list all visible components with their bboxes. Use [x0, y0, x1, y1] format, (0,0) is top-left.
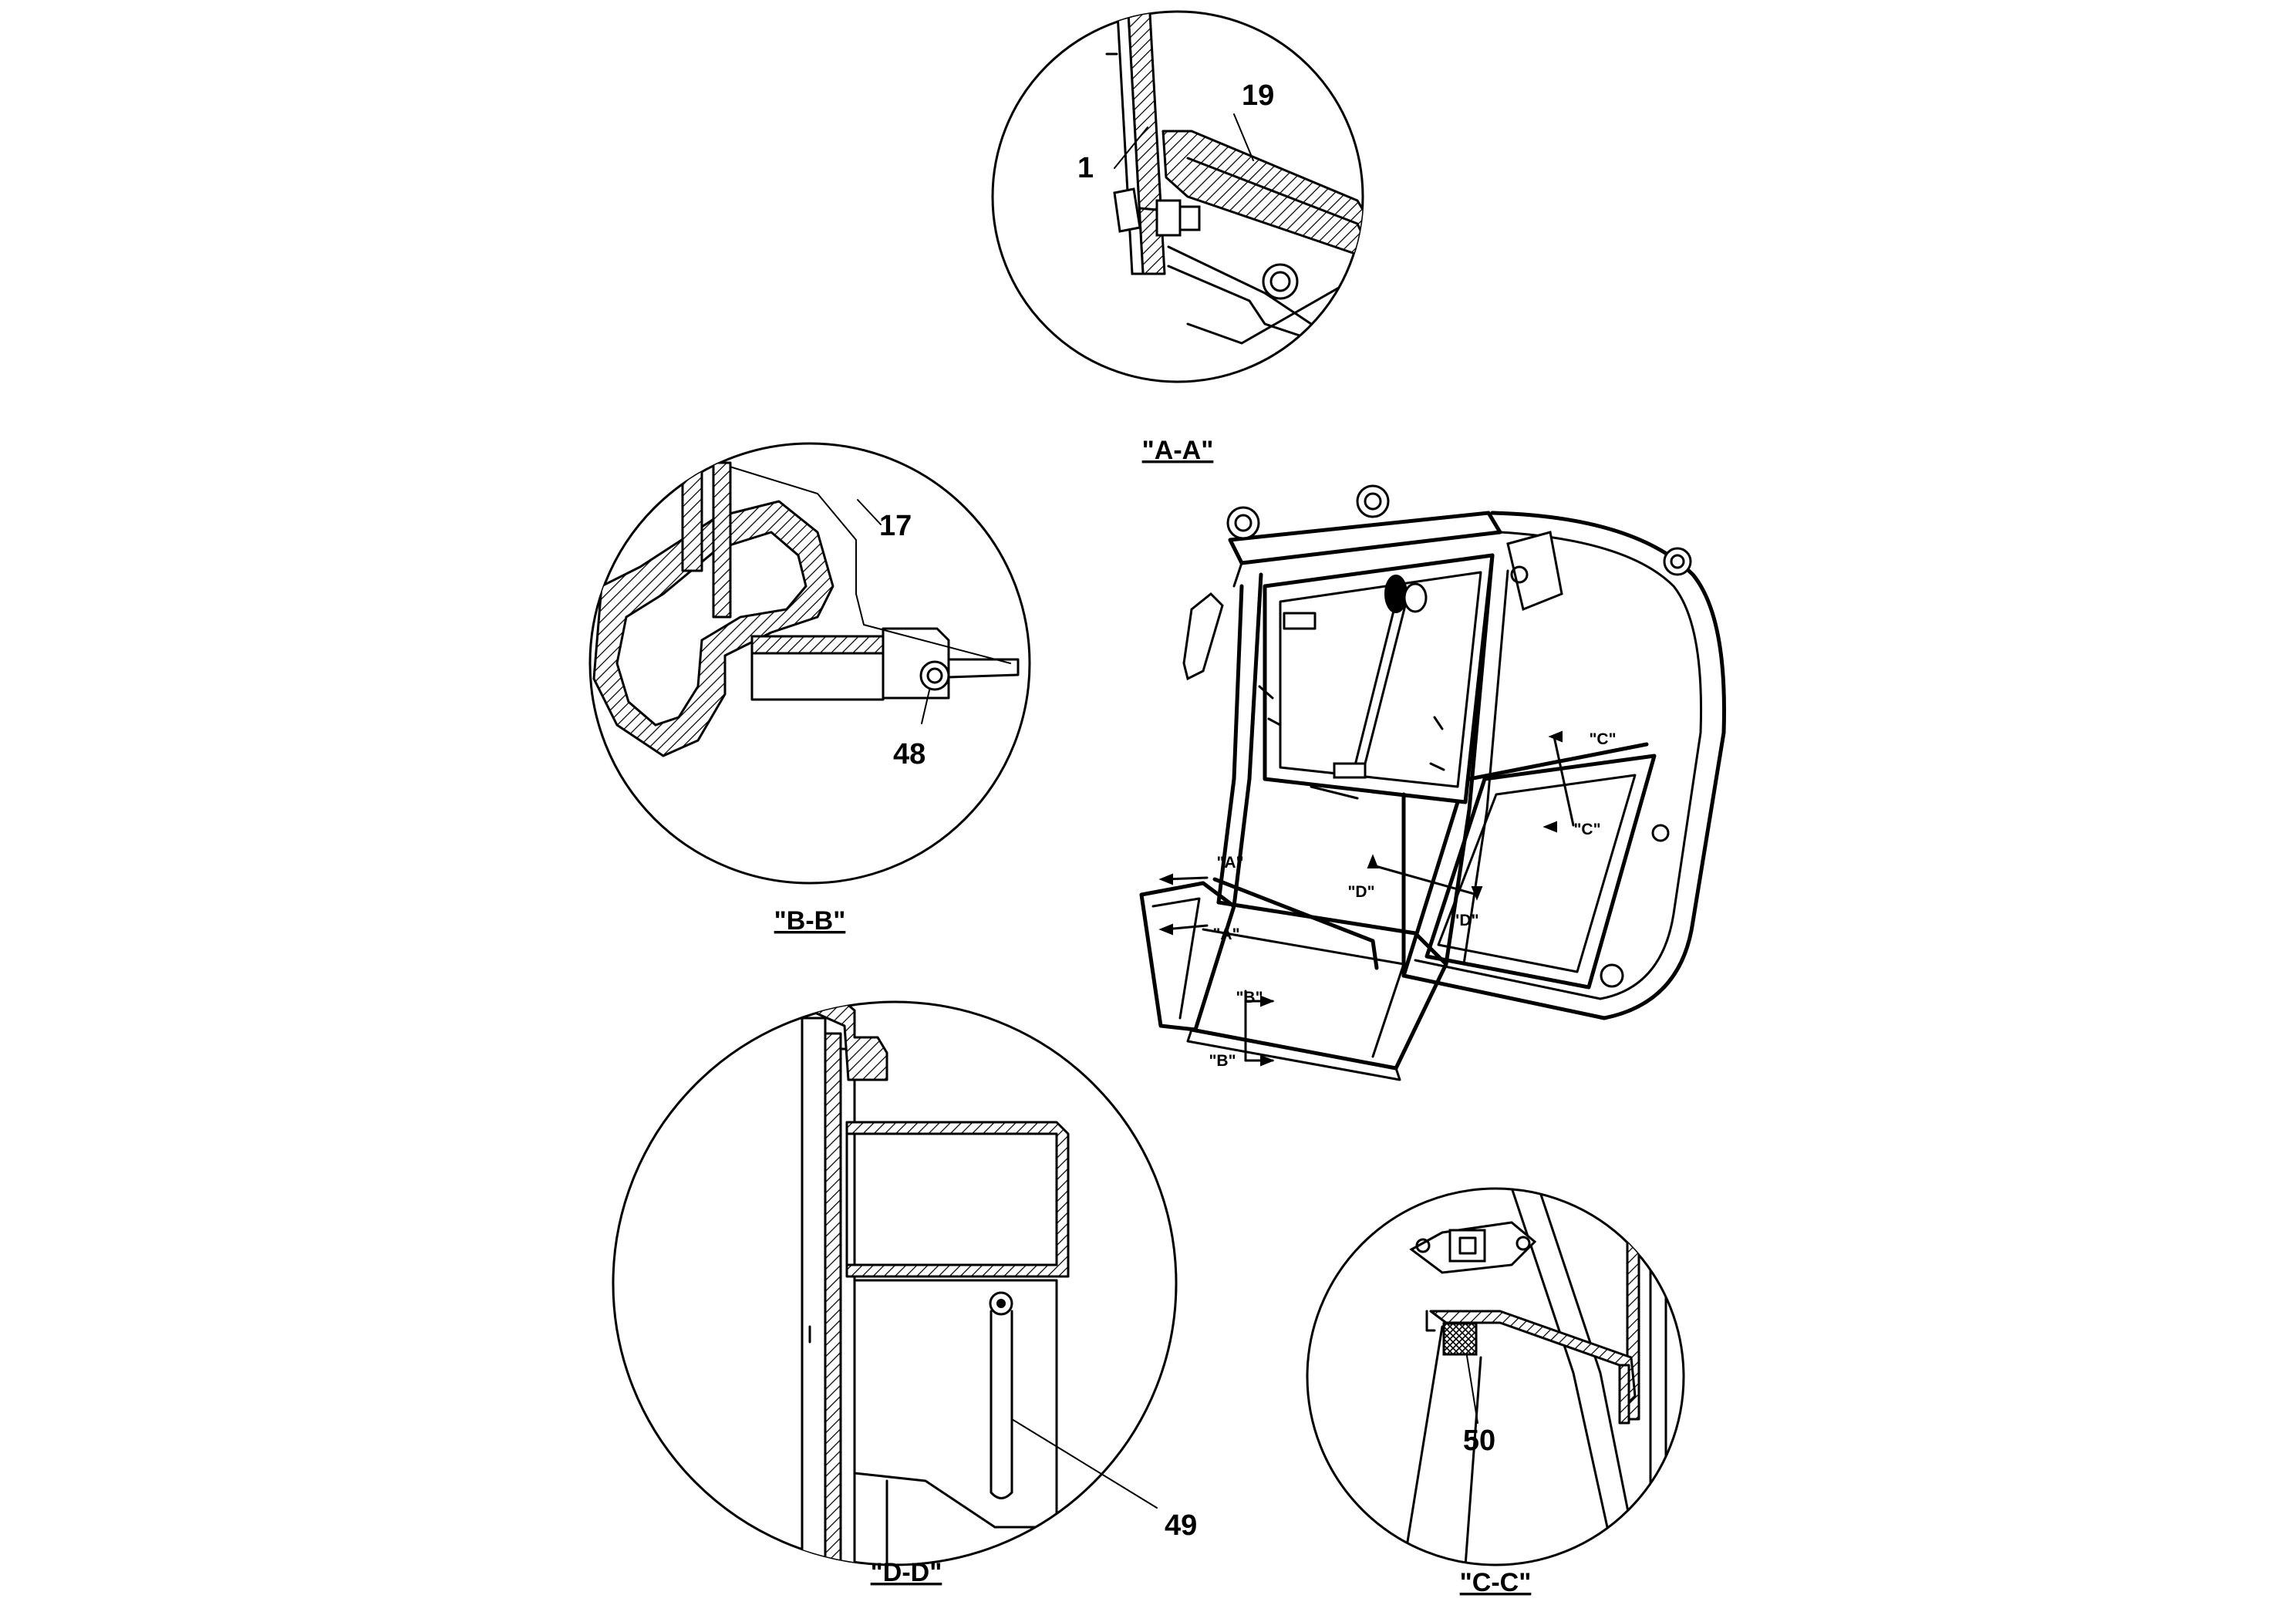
pillar-dd [824, 1032, 842, 1565]
leader-19 [1233, 113, 1254, 161]
seal-50 [1442, 1322, 1478, 1356]
nut-aa [1155, 199, 1182, 237]
fitting-icon [1258, 685, 1282, 727]
cut-label-a-top: "A" [1216, 854, 1243, 872]
pin-48 [919, 660, 950, 691]
bracket-aa [1161, 130, 1363, 256]
bar-bb [750, 635, 885, 655]
cut-lines [1158, 730, 1575, 1067]
cut-label-a-bottom: "A" [1212, 926, 1239, 943]
callout-19: 19 [1242, 79, 1274, 112]
detail-circle-cc [1306, 1187, 1685, 1566]
bolt-head-aa [1113, 187, 1141, 233]
section-label-bb: "B-B" [774, 906, 846, 936]
callout-49: 49 [1165, 1509, 1197, 1542]
leader-1 [1114, 126, 1148, 169]
roof-bar [1228, 511, 1502, 565]
lamp-icon [1663, 547, 1692, 576]
cabin-shell [1401, 511, 1726, 1020]
section-label-cc: "C-C" [1460, 1568, 1532, 1597]
left-post [1216, 584, 1244, 905]
section-aa-detail: 1 19 "A-A" [991, 10, 1364, 465]
callout-17: 17 [879, 510, 912, 542]
section-label-dd: "D-D" [871, 1558, 942, 1587]
section-bb-detail: 17 48 "B-B" [588, 442, 1031, 936]
door-window [1424, 754, 1657, 990]
cut-label-d-left: "D" [1347, 883, 1374, 901]
lamp-icon [1356, 484, 1390, 518]
roof-lamps [1226, 484, 1692, 576]
cabin-isometric-view: "A" "A" "B" "B" "C" "C" "D" "D" [1139, 484, 1726, 1081]
callout-1: 1 [1077, 152, 1094, 184]
cut-label-b-top: "B" [1236, 989, 1263, 1007]
leader-50 [1466, 1355, 1478, 1424]
hole-aa [1262, 263, 1299, 300]
cut-label-d-right: "D" [1451, 912, 1478, 929]
side-step [1139, 881, 1236, 1032]
box-section-dd [845, 1121, 1070, 1278]
leader-17 [857, 499, 882, 525]
section-cc-detail: 50 "C-C" [1306, 1187, 1685, 1597]
leader-48 [921, 690, 930, 724]
callout-50: 50 [1463, 1425, 1495, 1457]
detail-circle-aa [991, 10, 1364, 383]
section-dd-detail: 49 "D-D" [612, 1000, 1197, 1587]
wiper-motor-icon [1384, 575, 1408, 613]
callout-48: 48 [893, 738, 925, 771]
leader-49 [1011, 1418, 1158, 1509]
cut-label-b-bottom: "B" [1209, 1052, 1236, 1070]
rear-panel [1263, 553, 1495, 804]
web-bb [681, 443, 703, 572]
frame-cavity-bb [615, 531, 807, 727]
cut-label-c-top: "C" [1589, 730, 1616, 748]
grab-handle-icon [1182, 592, 1224, 681]
lamp-icon [1226, 506, 1260, 540]
front-post [1444, 553, 1495, 966]
detail-circle-dd [612, 1000, 1178, 1566]
section-label-aa: "A-A" [1142, 436, 1214, 465]
mirror-icon [1506, 531, 1563, 612]
cut-label-c-bottom: "C" [1573, 821, 1600, 838]
detail-circle-bb [588, 442, 1031, 885]
